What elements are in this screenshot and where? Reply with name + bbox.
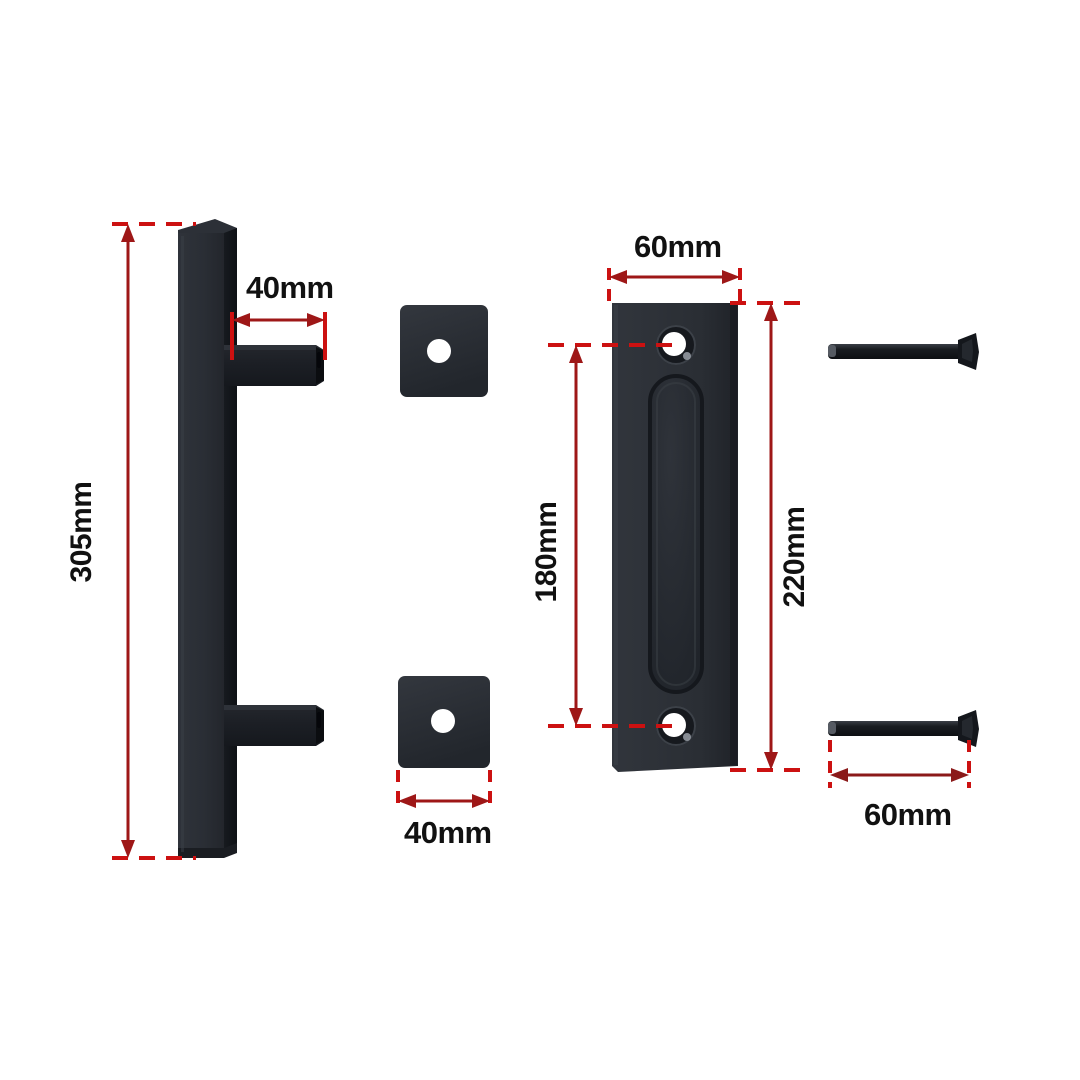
screw-top-shaft <box>828 344 967 359</box>
dimension-handle-standoff <box>230 312 327 360</box>
dimension-plate-width <box>607 268 742 306</box>
screw-hole-bottom-bore <box>662 713 686 737</box>
arrowhead-hole-spacing-top <box>569 345 583 363</box>
arrowhead-hole-spacing-bottom <box>569 708 583 726</box>
screw-top-head-highlight <box>962 339 973 362</box>
dimension-label-handle-height: 305mm <box>65 481 98 583</box>
handle-bar-front-face <box>178 233 224 855</box>
standoff-lower-top-edge <box>224 705 316 710</box>
handle-bar-highlight <box>181 236 184 852</box>
arrowhead-handle-top <box>121 224 135 242</box>
dimension-plate-hole-spacing <box>548 343 672 728</box>
arrowhead-plate-height-top <box>764 303 778 321</box>
screw-hole-top-bore <box>662 332 686 356</box>
screw-bottom-tip <box>828 722 836 734</box>
dimension-screw-length <box>828 740 971 788</box>
arrowhead-screw-left <box>830 768 848 782</box>
dimension-label-plate-height: 220mm <box>778 506 811 608</box>
dimension-label-plate-width: 60mm <box>634 229 722 264</box>
square-washer-top <box>400 305 488 397</box>
screw-hole-bottom-glint <box>683 733 691 741</box>
screw-bottom-head-highlight <box>962 716 973 739</box>
standoff-upper-body <box>224 345 324 386</box>
pull-handle-bar <box>178 219 324 858</box>
washer-bottom-hole <box>431 709 455 733</box>
screw-hole-top-glint <box>683 352 691 360</box>
arrowhead-standoff-left <box>232 313 250 327</box>
handle-bar-bottom-cap <box>178 843 237 858</box>
dimension-handle-height <box>112 222 196 860</box>
arrowhead-screw-right <box>951 768 969 782</box>
arrowhead-plate-width-left <box>609 270 627 284</box>
dimension-washer-width <box>396 770 492 812</box>
arrowhead-plate-width-right <box>722 270 740 284</box>
screw-top <box>828 333 979 370</box>
arrowhead-plate-height-bottom <box>764 752 778 770</box>
flush-plate-left-highlight <box>614 305 618 765</box>
dimension-label-handle-standoff: 40mm <box>246 270 334 305</box>
dimension-label-plate-hole-spacing: 180mm <box>530 501 563 603</box>
flush-plate-right-shadow <box>730 305 737 765</box>
standoff-lower-body <box>224 705 324 746</box>
standoff-upper-top-edge <box>224 345 316 350</box>
screw-top-tip <box>828 345 836 357</box>
screw-bottom-shaft <box>828 721 967 736</box>
square-washer-bottom <box>398 676 490 768</box>
handle-standoff-lower <box>224 705 324 746</box>
flush-pull-plate <box>612 303 738 772</box>
screw-bottom <box>828 710 979 747</box>
arrowhead-washer-left <box>398 794 416 808</box>
washer-top-hole <box>427 339 451 363</box>
dimension-label-washer-width: 40mm <box>404 815 492 850</box>
flush-plate-oval-recess <box>648 374 704 694</box>
standoff-lower-screw-recess <box>317 712 321 728</box>
flush-plate-oval-inner-highlight <box>656 382 696 686</box>
arrowhead-handle-bottom <box>121 840 135 858</box>
arrowhead-washer-right <box>472 794 490 808</box>
handle-standoff-upper <box>224 345 324 386</box>
arrowhead-standoff-right <box>307 313 325 327</box>
standoff-upper-screw-recess <box>317 352 321 368</box>
dimension-label-screw-length: 60mm <box>864 797 952 832</box>
dimension-plate-height <box>730 301 800 772</box>
